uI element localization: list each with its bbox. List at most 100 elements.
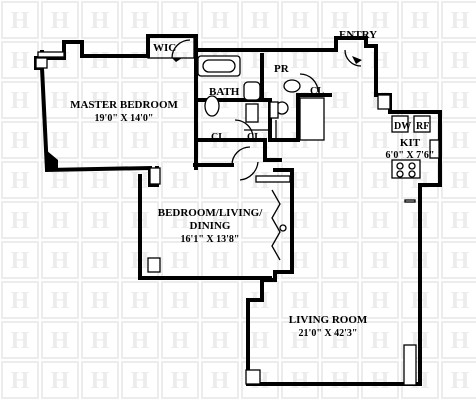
watermark-glyph: H bbox=[91, 368, 110, 394]
watermark-tile bbox=[321, 361, 359, 399]
watermark-tile bbox=[121, 321, 159, 359]
watermark-glyph: H bbox=[331, 248, 350, 274]
watermark-glyph: H bbox=[11, 328, 30, 354]
watermark-tile bbox=[441, 81, 476, 119]
watermark-tile bbox=[41, 121, 79, 159]
watermark-tile bbox=[441, 241, 476, 279]
watermark-glyph: H bbox=[11, 248, 30, 274]
watermark-glyph: H bbox=[331, 128, 350, 154]
watermark-glyph: H bbox=[331, 48, 350, 74]
watermark-glyph: H bbox=[411, 128, 430, 154]
watermark-tile bbox=[161, 201, 199, 239]
watermark-glyph: H bbox=[371, 48, 390, 74]
watermark-glyph: H bbox=[171, 8, 190, 34]
watermark-glyph: H bbox=[371, 368, 390, 394]
watermark-glyph: H bbox=[451, 8, 470, 34]
pr-label: PR bbox=[274, 63, 290, 75]
watermark-tile bbox=[281, 321, 319, 359]
room-labels: WIC ENTRY PR BATH CL CL CL MASTER BEDROO… bbox=[70, 29, 434, 339]
watermark-glyph: H bbox=[451, 168, 470, 194]
watermark-tile bbox=[241, 361, 279, 399]
watermark-tile bbox=[361, 241, 399, 279]
watermark-glyph: H bbox=[91, 248, 110, 274]
watermark-tile bbox=[281, 241, 319, 279]
watermark-glyph: H bbox=[11, 128, 30, 154]
closet-label-3: CL bbox=[247, 132, 261, 143]
living-room-name: LIVING ROOM bbox=[289, 314, 368, 326]
watermark-glyph: H bbox=[51, 208, 70, 234]
watermark-tile bbox=[241, 1, 279, 39]
watermark-tile bbox=[201, 161, 239, 199]
watermark-tile bbox=[81, 81, 119, 119]
watermark-tile bbox=[361, 1, 399, 39]
watermark-tile bbox=[41, 281, 79, 319]
watermark-glyph: H bbox=[371, 128, 390, 154]
bath-fixtures bbox=[197, 55, 261, 139]
watermark-glyph: H bbox=[451, 248, 470, 274]
watermark-glyph: H bbox=[331, 208, 350, 234]
watermark-glyph: H bbox=[291, 328, 310, 354]
watermark-tile bbox=[201, 281, 239, 319]
watermark-tile bbox=[281, 1, 319, 39]
watermark-glyph: H bbox=[211, 8, 230, 34]
watermark-tile bbox=[1, 321, 39, 359]
watermark-glyph: H bbox=[171, 48, 190, 74]
watermark-glyph: H bbox=[211, 368, 230, 394]
watermark-glyph: H bbox=[91, 8, 110, 34]
watermark-tile bbox=[121, 1, 159, 39]
kitchen-name: KIT bbox=[400, 137, 421, 149]
watermark-tile bbox=[41, 361, 79, 399]
watermark-glyph: H bbox=[211, 288, 230, 314]
watermark-tile bbox=[41, 161, 79, 199]
watermark-glyph: H bbox=[291, 248, 310, 274]
watermark-glyph: H bbox=[251, 328, 270, 354]
wic-label: WIC bbox=[153, 42, 176, 54]
watermark-glyph: H bbox=[11, 168, 30, 194]
watermark-tile bbox=[441, 281, 476, 319]
watermark-tile bbox=[361, 161, 399, 199]
watermark-glyph: H bbox=[171, 168, 190, 194]
watermark-tile bbox=[241, 201, 279, 239]
watermark-tile bbox=[401, 41, 439, 79]
watermark-glyph: H bbox=[371, 8, 390, 34]
watermark-tile bbox=[161, 321, 199, 359]
watermark-glyph: H bbox=[331, 288, 350, 314]
watermark-tile bbox=[361, 321, 399, 359]
watermark-glyph: H bbox=[251, 208, 270, 234]
watermark-glyph: H bbox=[51, 128, 70, 154]
watermark-glyph: H bbox=[451, 128, 470, 154]
watermark-tile bbox=[321, 201, 359, 239]
watermark-glyph: H bbox=[291, 48, 310, 74]
watermark-tile bbox=[321, 321, 359, 359]
refrigerator-label: RF bbox=[416, 121, 429, 132]
watermark-glyph: H bbox=[451, 368, 470, 394]
watermark-glyph: H bbox=[451, 208, 470, 234]
closet-label-1: CL bbox=[310, 86, 324, 97]
watermark-glyph: H bbox=[211, 248, 230, 274]
watermark-tile bbox=[361, 361, 399, 399]
watermark-tile bbox=[361, 201, 399, 239]
watermark-glyph: H bbox=[11, 288, 30, 314]
watermark-tile bbox=[441, 361, 476, 399]
watermark-tile bbox=[41, 321, 79, 359]
watermark-tile bbox=[321, 281, 359, 319]
watermark-glyph: H bbox=[451, 288, 470, 314]
watermark-tile bbox=[441, 41, 476, 79]
watermark-tile bbox=[281, 201, 319, 239]
columns bbox=[35, 57, 391, 385]
watermark-glyph: H bbox=[91, 128, 110, 154]
watermark-glyph: H bbox=[291, 208, 310, 234]
watermark-glyph: H bbox=[331, 168, 350, 194]
master-bedroom-name: MASTER BEDROOM bbox=[70, 99, 178, 111]
watermark-glyph: H bbox=[411, 88, 430, 114]
watermark-tile bbox=[81, 281, 119, 319]
watermark-tile bbox=[1, 201, 39, 239]
watermark-tile bbox=[201, 361, 239, 399]
watermark-tile bbox=[161, 161, 199, 199]
watermark-tile bbox=[1, 281, 39, 319]
watermark-tile bbox=[41, 1, 79, 39]
watermark-glyph: H bbox=[91, 88, 110, 114]
watermark-glyph: H bbox=[371, 288, 390, 314]
watermark-glyph: H bbox=[11, 368, 30, 394]
watermark-glyph: H bbox=[251, 8, 270, 34]
